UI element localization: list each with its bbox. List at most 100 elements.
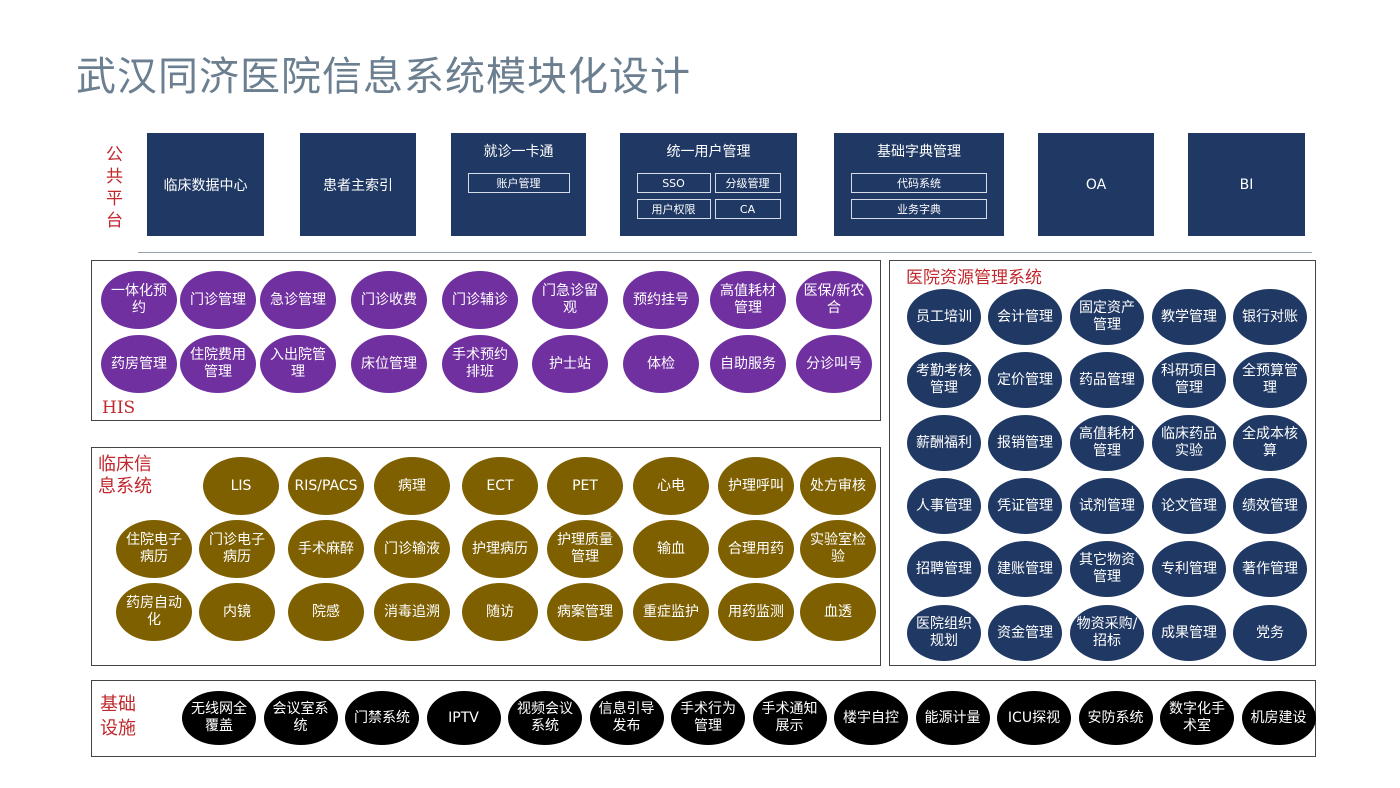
his-panel: HIS 一体化预约门诊管理急诊管理门诊收费门诊辅诊门急诊留观预约挂号高值耗材管理… <box>91 260 881 421</box>
hrp-module: 报销管理 <box>988 415 1062 471</box>
hrp-module: 全成本核算 <box>1233 415 1307 471</box>
clinical-module: 随访 <box>462 583 538 641</box>
his-module: 分诊叫号 <box>796 335 872 393</box>
user-mgmt-box: 统一用户管理 SSO 分级管理 用户权限 CA <box>620 133 797 236</box>
his-module: 体检 <box>623 335 699 393</box>
his-module: 门急诊留观 <box>532 271 608 329</box>
infra-module: 手术通知展示 <box>752 691 827 745</box>
account-mgmt-sub: 账户管理 <box>467 173 570 193</box>
hrp-module: 固定资产管理 <box>1070 289 1144 345</box>
hrp-label: 医院资源管理系统 <box>906 268 1042 288</box>
hrp-module: 薪酬福利 <box>907 415 981 471</box>
infra-module: IPTV <box>426 691 501 745</box>
clinical-module: 输血 <box>633 520 709 578</box>
ca-sub: CA <box>714 199 781 219</box>
hrp-module: 临床药品实验 <box>1152 415 1226 471</box>
hrp-module: 科研项目管理 <box>1152 352 1226 408</box>
hrp-module: 绩效管理 <box>1233 478 1307 534</box>
dict-mgmt-box: 基础字典管理 代码系统 业务字典 <box>834 133 1004 236</box>
clinical-module: 内镜 <box>199 583 275 641</box>
bi-box: BI <box>1188 133 1305 236</box>
infra-module: 手术行为管理 <box>671 691 745 745</box>
clinical-module: 护理质量管理 <box>547 520 623 578</box>
infra-module: 楼宇自控 <box>834 691 908 745</box>
clinical-module: ECT <box>462 457 538 515</box>
clinical-module: 处方审核 <box>800 457 876 515</box>
hrp-module: 药品管理 <box>1070 352 1144 408</box>
clinical-module: LIS <box>203 457 279 515</box>
his-module: 门诊辅诊 <box>442 271 518 329</box>
clinical-module: 住院电子病历 <box>116 520 192 578</box>
his-module: 护士站 <box>532 335 608 393</box>
clinical-module: 药房自动化 <box>116 583 192 641</box>
hrp-module: 医院组织规划 <box>907 605 981 661</box>
clinical-module: 护理病历 <box>462 520 538 578</box>
infra-module: 会议室系统 <box>263 691 338 745</box>
patient-index-label: 患者主索引 <box>323 177 393 194</box>
one-card-box: 就诊一卡通 账户管理 <box>451 133 586 236</box>
his-label: HIS <box>102 398 136 418</box>
oa-label: OA <box>1085 176 1107 193</box>
his-module: 药房管理 <box>101 335 177 393</box>
hrp-module: 物资采购/招标 <box>1070 605 1144 661</box>
hrp-module: 专利管理 <box>1152 541 1226 597</box>
his-module: 一体化预约 <box>101 271 177 329</box>
his-module: 高值耗材管理 <box>710 271 786 329</box>
user-permission-sub: 用户权限 <box>636 199 711 219</box>
clinical-label: 临床信息系统 <box>98 454 152 497</box>
clinical-data-center-box: 临床数据中心 <box>147 133 264 236</box>
his-module: 床位管理 <box>351 335 427 393</box>
clinical-module: 重症监护 <box>633 583 709 641</box>
hrp-module: 建账管理 <box>988 541 1062 597</box>
clinical-module: 消毒追溯 <box>374 583 450 641</box>
infra-module: 机房建设 <box>1241 691 1316 745</box>
clinical-module: 门诊输液 <box>374 520 450 578</box>
clinical-module: 用药监测 <box>718 583 794 641</box>
hrp-module: 招聘管理 <box>907 541 981 597</box>
divider-line <box>138 252 1312 253</box>
clinical-module: 血透 <box>800 583 876 641</box>
hrp-module: 成果管理 <box>1152 605 1226 661</box>
hrp-module: 银行对账 <box>1233 289 1307 345</box>
infra-module: ICU探视 <box>997 691 1071 745</box>
public-platform-label-text: 公共平台 <box>106 145 123 231</box>
hrp-module: 凭证管理 <box>988 478 1062 534</box>
his-module: 医保/新农合 <box>796 271 872 329</box>
clinical-module: 院感 <box>288 583 364 641</box>
clinical-module: 门诊电子病历 <box>199 520 275 578</box>
dict-mgmt-title: 基础字典管理 <box>877 144 961 160</box>
his-module: 入出院管理 <box>260 335 336 393</box>
hrp-module: 论文管理 <box>1152 478 1226 534</box>
clinical-module: 合理用药 <box>718 520 794 578</box>
clinical-module: 心电 <box>633 457 709 515</box>
his-module: 住院费用管理 <box>180 335 256 393</box>
clinical-module: 病理 <box>374 457 450 515</box>
infra-module: 信息引导发布 <box>589 691 664 745</box>
hrp-module: 高值耗材管理 <box>1070 415 1144 471</box>
his-module: 门诊收费 <box>351 271 427 329</box>
clinical-module: 护理呼叫 <box>718 457 794 515</box>
hrp-module: 员工培训 <box>907 289 981 345</box>
hrp-module: 试剂管理 <box>1070 478 1144 534</box>
code-system-sub: 代码系统 <box>851 173 987 193</box>
clinical-module: PET <box>547 457 623 515</box>
hrp-module: 考勤考核管理 <box>907 352 981 408</box>
infra-module: 数字化手术室 <box>1160 691 1234 745</box>
his-module: 手术预约排班 <box>442 335 518 393</box>
clinical-module: RIS/PACS <box>288 457 364 515</box>
infra-module: 安防系统 <box>1078 691 1153 745</box>
hrp-panel: 医院资源管理系统 员工培训会计管理固定资产管理教学管理银行对账考勤考核管理定价管… <box>889 260 1316 666</box>
hrp-module: 著作管理 <box>1233 541 1307 597</box>
oa-box: OA <box>1038 133 1154 236</box>
infra-module: 门禁系统 <box>345 691 419 745</box>
hrp-module: 教学管理 <box>1152 289 1226 345</box>
his-module: 预约挂号 <box>623 271 699 329</box>
sso-sub: SSO <box>636 173 711 193</box>
hrp-module: 全预算管理 <box>1233 352 1307 408</box>
patient-index-box: 患者主索引 <box>300 133 416 236</box>
infra-module: 能源计量 <box>915 691 990 745</box>
grade-mgmt-sub: 分级管理 <box>714 173 781 193</box>
hrp-module: 人事管理 <box>907 478 981 534</box>
